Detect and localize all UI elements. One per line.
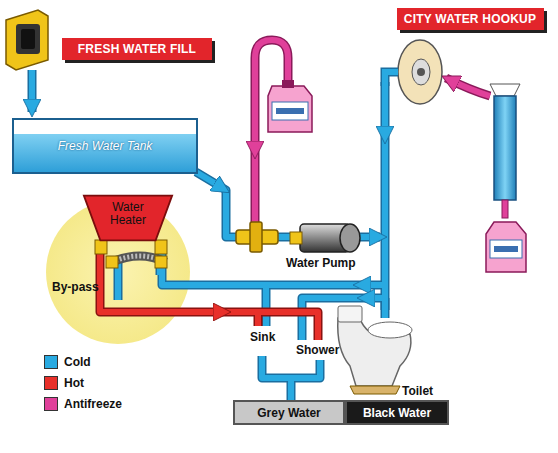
- legend-swatch: [44, 355, 58, 369]
- heater-shape: Water Heater: [82, 194, 174, 242]
- node-text: Water Heater: [99, 201, 157, 227]
- node-text: CITY WATER HOOKUP: [404, 12, 536, 26]
- part-label: Water Pump: [286, 256, 356, 270]
- legend-row: Antifreeze: [44, 397, 122, 411]
- legend-row: Hot: [44, 376, 84, 390]
- node-text: Grey Water: [257, 406, 321, 420]
- legend-text: Hot: [64, 376, 84, 390]
- legend-text: Antifreeze: [64, 397, 122, 411]
- part-label: By-pass: [52, 280, 99, 294]
- title-banner: FRESH WATER FILL: [62, 38, 212, 60]
- legend-text: Cold: [64, 355, 91, 369]
- part-label: Toilet: [402, 384, 433, 398]
- node-text: Fresh Water Tank: [58, 139, 153, 153]
- title-banner: CITY WATER HOOKUP: [397, 8, 544, 30]
- legend-swatch: [44, 397, 58, 411]
- part-label: Sink: [250, 330, 275, 344]
- part-label: Shower: [296, 343, 339, 357]
- tank-box: Grey Water: [233, 400, 345, 425]
- tank-box: Black Water: [345, 400, 449, 425]
- legend-swatch: [44, 376, 58, 390]
- tank-box: Fresh Water Tank: [12, 118, 198, 174]
- legend-row: Cold: [44, 355, 91, 369]
- node-text: FRESH WATER FILL: [78, 42, 196, 56]
- node-text: Black Water: [363, 406, 431, 420]
